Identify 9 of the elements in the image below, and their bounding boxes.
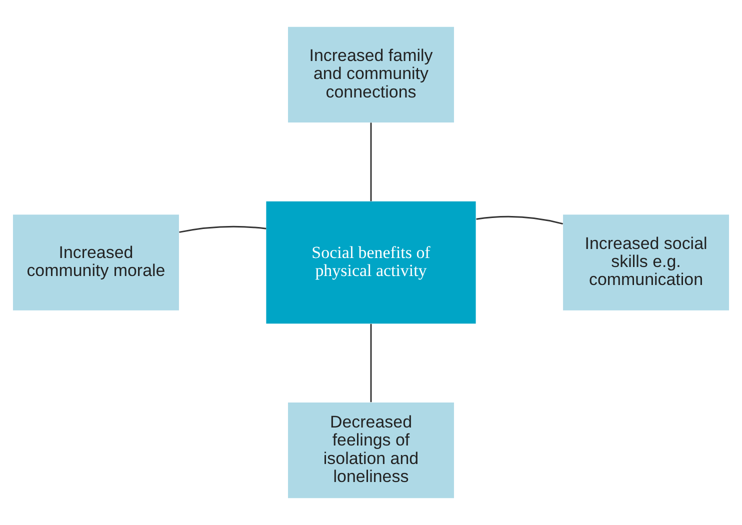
connector <box>476 216 563 224</box>
node-box: Increased community morale <box>12 214 179 310</box>
connector <box>370 122 372 202</box>
node-box: Decreased feelings of isolation and loneliness <box>288 402 454 498</box>
connector <box>370 324 372 402</box>
connector <box>179 226 266 233</box>
node-box: Increased social skills e.g. communication <box>563 214 730 310</box>
node-box: Social benefits of physical activity <box>266 201 476 324</box>
node-box: Increased family and community connections <box>288 26 454 123</box>
